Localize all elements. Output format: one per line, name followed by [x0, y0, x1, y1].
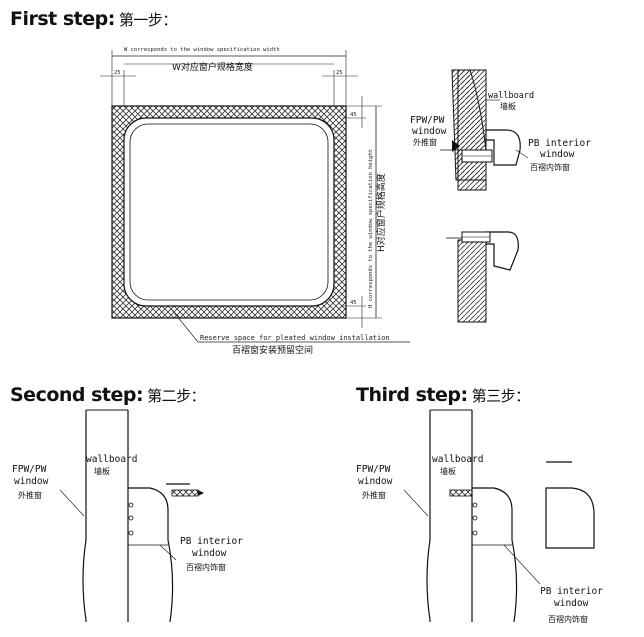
fpw-label-en-1a: FPW/PW: [410, 115, 445, 126]
pb-label-cn-2: 百褶内饰窗: [186, 562, 226, 572]
pb-label-en-3a: PB interior: [540, 586, 603, 597]
pb-label-en-2b: window: [192, 548, 227, 559]
height-spec-cn: H对应窗户规格高度: [375, 173, 387, 252]
wallboard-label-en-1: wallboard: [488, 91, 534, 101]
step3-heading: Third step:第三步：: [356, 384, 530, 406]
step2-drawing: [59, 409, 204, 623]
margin-left-mark: 25: [114, 70, 121, 76]
pb-label-en-1b: window: [540, 149, 575, 160]
fpw-label-en-3a: FPW/PW: [356, 464, 391, 475]
wallboard-label-en-3: wallboard: [432, 454, 483, 465]
fpw-label-en-1b: window: [412, 126, 447, 137]
width-spec-en: W corresponds to the window specificatio…: [124, 47, 280, 53]
pb-label-en-2a: PB interior: [180, 536, 243, 547]
width-spec-cn: W对应窗户规格宽度: [172, 61, 253, 73]
pb-label-en-1a: PB interior: [528, 138, 591, 149]
step1-title: First step:: [10, 8, 115, 30]
step3-drawing: [403, 409, 595, 623]
fpw-label-cn-2: 外推窗: [18, 490, 42, 500]
pb-label-en-3b: window: [554, 598, 589, 609]
height-spec-en: H corresponds to the window specificatio…: [368, 149, 374, 308]
section-detail-top: [440, 69, 529, 191]
pb-label-cn-1: 百褶内饰窗: [530, 162, 570, 172]
step2-title: Second step:: [10, 384, 144, 406]
step1-title-cn: 第一步：: [118, 11, 178, 29]
pb-label-cn-3: 百褶内饰窗: [548, 614, 588, 624]
section-detail-bottom: [446, 231, 519, 323]
step1-heading: First step:第一步：: [10, 8, 177, 30]
wallboard-label-en-2: wallboard: [86, 454, 137, 465]
fpw-label-cn-3: 外推窗: [362, 490, 386, 500]
wallboard-label-cn-3: 墙板: [440, 466, 456, 476]
margin-top-mark: 45: [350, 112, 357, 118]
frame-drawing: [100, 50, 410, 343]
fpw-label-en-3b: window: [358, 476, 393, 487]
step3-title-cn: 第三步：: [471, 387, 531, 405]
wallboard-label-cn-1: 墙板: [500, 101, 516, 111]
step2-heading: Second step:第二步：: [10, 384, 206, 406]
fpw-label-en-2b: window: [14, 476, 49, 487]
wallboard-label-cn-2: 墙板: [94, 466, 110, 476]
margin-bottom-mark: 45: [350, 300, 357, 306]
reserve-space-en: Reserve space for pleated window install…: [200, 334, 390, 342]
reserve-space-cn: 百褶窗安装预留空间: [232, 344, 313, 356]
fpw-label-cn-1: 外推窗: [413, 137, 437, 147]
margin-right-mark: 25: [336, 70, 343, 76]
step3-title: Third step:: [356, 384, 468, 406]
fpw-label-en-2a: FPW/PW: [12, 464, 47, 475]
step2-title-cn: 第二步：: [147, 387, 206, 405]
